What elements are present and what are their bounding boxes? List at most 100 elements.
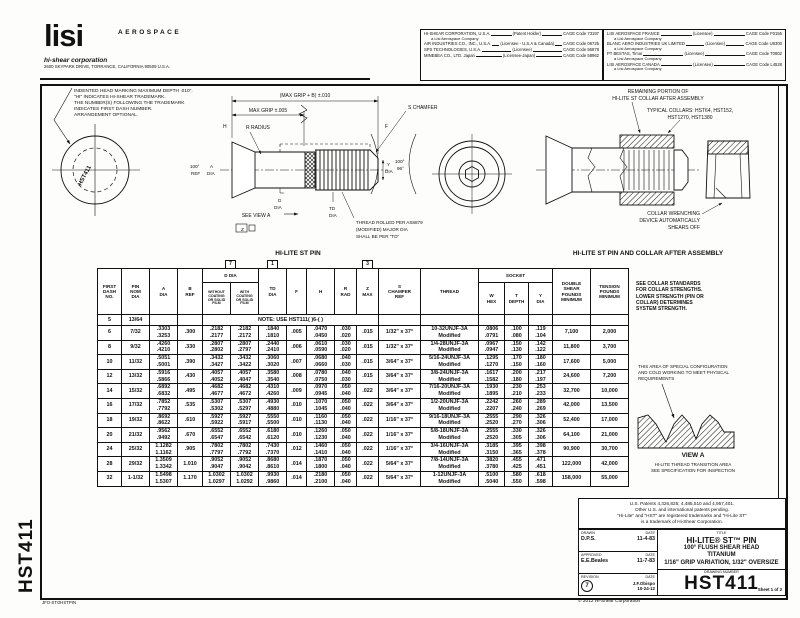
company-entry: MINEBEA CO., LTD. Japan(Licensee-Japan)C… bbox=[424, 52, 600, 59]
head-marking-text: HST411 bbox=[77, 164, 93, 187]
table-note-marker-3: 3 bbox=[362, 260, 373, 269]
table-cell: .3820.3780 bbox=[478, 456, 505, 472]
table-cell: 21/32 bbox=[121, 427, 150, 443]
table-cell: .6892.6832 bbox=[149, 383, 178, 399]
company-entry: BLANC AERO INDUSTRIES UK LIMITED(License… bbox=[607, 41, 782, 51]
col-z-max: Z MAX bbox=[356, 268, 379, 315]
table-cell: .5927.5922 bbox=[202, 412, 231, 429]
dim-max-grip-b: (MAX GRIP + B) ±.010 bbox=[280, 93, 331, 99]
approved-label: APPROVED bbox=[581, 553, 602, 557]
table-cell: .3303.3253 bbox=[149, 325, 178, 341]
table-cell: 42,000 bbox=[590, 456, 629, 472]
table-cell: 1/32" x 37° bbox=[378, 325, 421, 341]
table-cell: 30,700 bbox=[590, 441, 629, 458]
table-cell: 11,800 bbox=[552, 339, 591, 356]
table-cell: .0680.0660 bbox=[306, 354, 335, 370]
date-label: DATE bbox=[645, 531, 655, 535]
table-cell: .9562.9492 bbox=[149, 427, 178, 443]
table-cell: .398.378 bbox=[528, 441, 553, 458]
table-note-marker-7: 7 bbox=[225, 260, 236, 269]
companies-right-column: LISI AEROSPACE FRANCE(Licensee)CAGE Code… bbox=[603, 29, 786, 81]
table-cell: 24,600 bbox=[552, 368, 591, 385]
table-cell: .5051.5001 bbox=[149, 354, 178, 370]
note-line: THIS AREA OF SPECIAL CONFIGURATION bbox=[638, 364, 728, 369]
dim-d: D bbox=[278, 198, 282, 203]
table-cell: .8680.8610 bbox=[258, 456, 287, 472]
table-cell: .7852.7792 bbox=[149, 397, 178, 414]
table-cell bbox=[590, 314, 629, 326]
table-cell bbox=[528, 314, 553, 326]
sheet-reference: Sheet 1 of 2 bbox=[757, 587, 782, 592]
leader-line bbox=[725, 44, 745, 46]
drawing-number-label: DRAWING NUMBER bbox=[704, 570, 739, 575]
table-cell: .030.020 bbox=[334, 325, 357, 341]
company-cage: CAGE Code 58962 bbox=[563, 52, 600, 58]
table-cell: .3060.3020 bbox=[258, 354, 287, 370]
company-role: (Licensee-Japan) bbox=[502, 52, 536, 58]
drawn-label: DRAWN bbox=[581, 531, 595, 535]
table-cell: .1460.1410 bbox=[306, 441, 335, 458]
table-cell: .2555.2520 bbox=[478, 427, 505, 443]
document-subtitle-line: TITANIUM bbox=[707, 552, 736, 559]
table-cell: .1295.1270 bbox=[478, 354, 505, 370]
patent-line: U.S. Patents 4,326,825; 4,485,510 and 4,… bbox=[629, 501, 735, 506]
table-cell: 122,000 bbox=[552, 456, 591, 472]
table-cell: .4057.4052 bbox=[202, 368, 231, 385]
table-cell: 1.010 bbox=[177, 456, 203, 472]
licensee-companies: HI-SHEAR CORPORATION, U.S.A.(Patent Hold… bbox=[420, 29, 786, 81]
company-cage: CAGE Code 06725 bbox=[563, 41, 600, 47]
company-cage: CAGE Code 73197 bbox=[563, 31, 600, 36]
table-cell: .7430.7370 bbox=[258, 441, 287, 458]
col-first-dash: FIRST DASH NO. bbox=[97, 268, 122, 315]
table-cell: .100.080 bbox=[504, 325, 529, 341]
company-sub: a Lisi Aerospace Company bbox=[431, 35, 479, 41]
table-cell: .326.306 bbox=[528, 427, 553, 443]
table-cell: .006 bbox=[286, 339, 307, 356]
leader-line bbox=[705, 55, 745, 57]
table-cell: 17,000 bbox=[590, 412, 629, 429]
leader-line bbox=[555, 44, 563, 46]
table-cell: .395.365 bbox=[504, 441, 529, 458]
table-cell: .010 bbox=[286, 427, 307, 443]
col-b-ref: B REF bbox=[177, 268, 203, 315]
logo-subsidiary: hi-shear corporation bbox=[44, 57, 108, 64]
view-a-drawing bbox=[637, 383, 735, 449]
table-cell: .5307.5302 bbox=[202, 397, 231, 414]
table-cell: .1617.1582 bbox=[478, 368, 505, 385]
table-cell: 1-1/32 bbox=[121, 470, 150, 487]
table-cell: .260.240 bbox=[504, 397, 529, 414]
note-line: COLLAR) DETERMINES bbox=[636, 299, 693, 306]
revision-number: 7 bbox=[581, 580, 593, 592]
table-cell: .050.040 bbox=[334, 456, 357, 472]
table-cell: .040.030 bbox=[334, 368, 357, 385]
company-cage: CAGE Code L4528 bbox=[746, 61, 783, 67]
table-cell: 10 bbox=[97, 354, 122, 370]
company-role: (Licensee) bbox=[692, 31, 713, 36]
table-cell: .022 bbox=[356, 412, 379, 429]
table-cell: .022 bbox=[356, 456, 379, 472]
table-cell: .1260.1230 bbox=[306, 427, 335, 443]
col-y-dia: Y DIA bbox=[528, 282, 553, 315]
table-cell: .022 bbox=[356, 383, 379, 399]
table-cell: .4260.4210 bbox=[149, 339, 178, 356]
table-cell: .6180.6120 bbox=[258, 427, 287, 443]
table-cell: 7,200 bbox=[590, 368, 629, 385]
table-cell: .012 bbox=[286, 441, 307, 458]
table-cell: .580.550 bbox=[504, 470, 529, 487]
table-cell: .170.150 bbox=[504, 354, 529, 370]
pin-side-view bbox=[220, 96, 417, 233]
table-cell: .610 bbox=[177, 412, 203, 429]
table-cell: .200.180 bbox=[504, 368, 529, 385]
thread-note-line: THREAD ROLLED PER AS8879 bbox=[356, 220, 423, 225]
revision-date: 10-24-12 bbox=[637, 586, 655, 591]
table-cell: .9052.9042 bbox=[230, 456, 259, 472]
